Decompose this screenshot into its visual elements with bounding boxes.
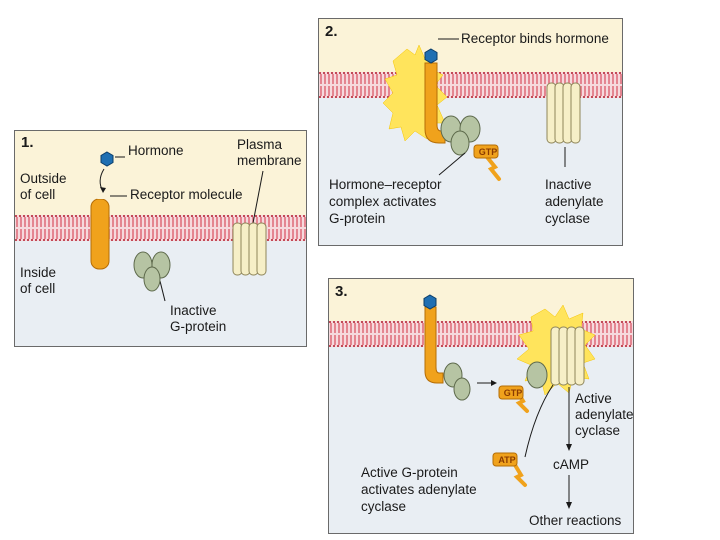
membrane-leader (252, 170, 264, 224)
receptor-molecule (424, 306, 444, 384)
active-gprotein-label-line2: activates adenylate (361, 482, 477, 497)
receptor-binds-hormone-label: Receptor binds hormone (461, 31, 609, 46)
adenylate-cyclase (232, 222, 267, 276)
complex-leader (438, 152, 466, 176)
active-cyclase-label-line1: Active (575, 391, 612, 406)
extracellular-space (329, 279, 633, 321)
panel-3-illustration (329, 279, 633, 533)
atp-tail (513, 463, 527, 487)
inactive-cyclase-label-line2: adenylate (545, 194, 604, 209)
active-g-protein-alpha (526, 361, 548, 389)
complex-label-line3: G-protein (329, 211, 386, 226)
gtp-label: GTP (503, 388, 523, 398)
inside-cell-label-line2: of cell (20, 281, 56, 296)
receptor-molecule (90, 198, 110, 270)
gtp-tag (498, 385, 524, 400)
camp-arrowhead (566, 444, 572, 451)
other-reactions-arrowhead (566, 502, 572, 509)
extracellular-space (319, 19, 622, 72)
active-cyclase-label-line3: cyclase (575, 423, 621, 438)
complex-label-line1: Hormone–receptor (329, 177, 442, 192)
gtp-tag (473, 144, 499, 159)
hormone-arrowhead (100, 187, 106, 193)
panel-step-3: 3. GTP ATP Active adenylate cyclase cAMP… (328, 278, 634, 534)
panel-step-1: 1. Hormone Plasma membrane Outside of ce… (14, 130, 307, 347)
active-adenylate-cyclase (550, 326, 585, 386)
step-number: 2. (325, 23, 338, 40)
active-gprotein-label-line1: Active G-protein (361, 465, 458, 480)
hormone-molecule (100, 151, 114, 167)
atp-label: ATP (498, 455, 516, 465)
step-number: 1. (21, 134, 34, 151)
g-protein-beta-gamma (443, 362, 471, 401)
active-gprotein-label-line3: cyclase (361, 499, 407, 514)
hormone-label: Hormone (128, 143, 184, 158)
complex-label-line2: complex activates (329, 194, 437, 209)
inactive-g-protein (133, 251, 171, 292)
inactive-gprotein-label-line2: G-protein (170, 319, 227, 334)
active-cyclase-label-line2: adenylate (575, 407, 634, 422)
atp-reaction-arrow (524, 384, 554, 458)
gtp-tail (485, 155, 501, 181)
panel-1-illustration (15, 131, 306, 346)
plasma-membrane (329, 321, 633, 347)
inactive-adenylate-cyclase (546, 82, 581, 144)
atp-tag (492, 452, 518, 467)
panel-2-illustration (319, 19, 622, 245)
inactive-gprotein-label-line1: Inactive (170, 303, 217, 318)
inactive-cyclase-label-line3: cyclase (545, 211, 591, 226)
plasma-membrane-label-line1: Plasma (237, 137, 283, 152)
hormone-molecule (424, 48, 438, 64)
outside-cell-label-line1: Outside (20, 171, 67, 186)
gprotein-leader (159, 280, 166, 302)
gtp-label: GTP (478, 147, 498, 157)
movement-arrowhead (491, 380, 497, 386)
inside-cell-label-line1: Inside (20, 265, 57, 280)
inactive-cyclase-label-line1: Inactive (545, 177, 592, 192)
plasma-membrane-label-line2: membrane (237, 153, 302, 168)
other-reactions-label: Other reactions (529, 513, 622, 528)
panel-step-2: 2. Receptor binds hormone GTP Hormone–re… (318, 18, 623, 246)
camp-label: cAMP (553, 457, 590, 472)
hormone-molecule (423, 294, 437, 310)
g-protein (440, 115, 481, 156)
step-number: 3. (335, 283, 348, 300)
receptor-binding-site (97, 191, 109, 199)
outside-cell-label-line2: of cell (20, 187, 56, 202)
receptor-molecule-label: Receptor molecule (130, 187, 243, 202)
